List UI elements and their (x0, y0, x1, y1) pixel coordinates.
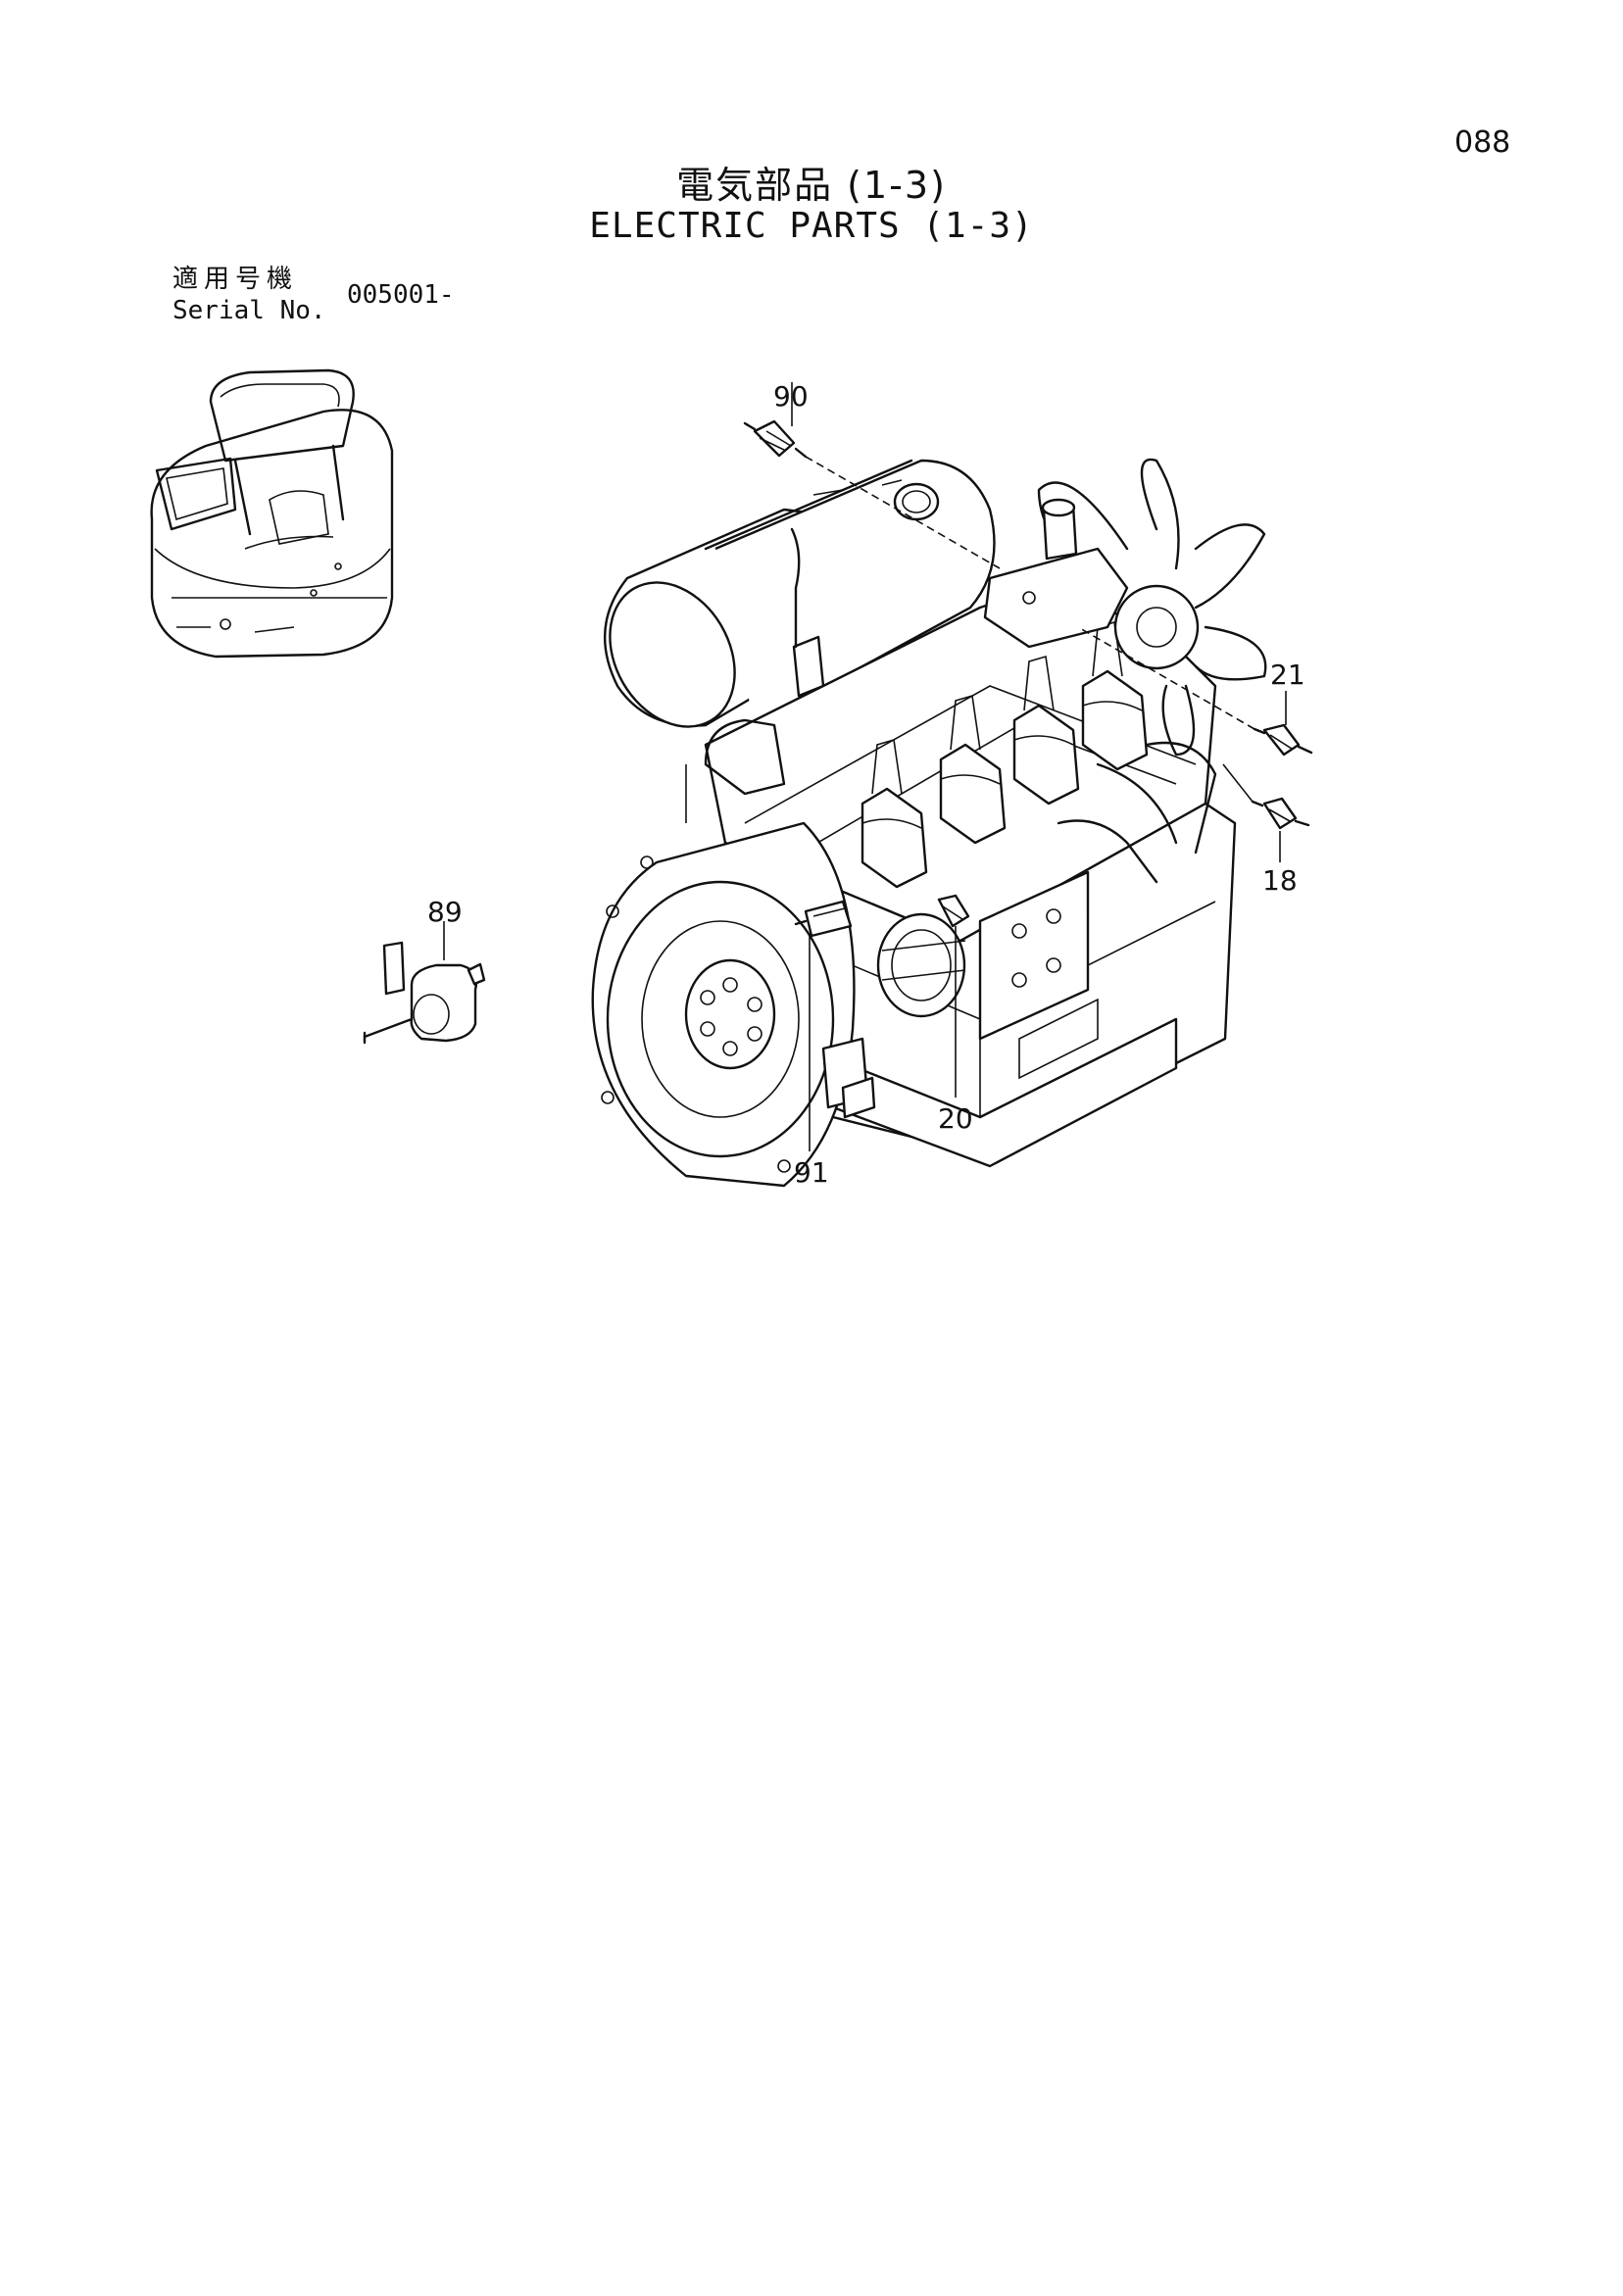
machine-overview-illustration (150, 368, 394, 659)
callout-21: 21 (1270, 659, 1305, 691)
part-89-relay (363, 941, 486, 1045)
serial-number-value: 005001- (347, 280, 455, 310)
page-number: 088 (1454, 125, 1511, 160)
part-21-sensor (1253, 723, 1313, 757)
callout-89: 89 (427, 896, 463, 928)
part-90-sensor (743, 419, 808, 459)
callout-20: 20 (938, 1102, 973, 1135)
serial-label-english: Serial No. (172, 296, 326, 325)
part-20-sensor (937, 894, 970, 928)
engine-assembly-illustration (591, 458, 1267, 1188)
callout-18: 18 (1262, 864, 1298, 897)
part-18-pipe-leader (1222, 763, 1254, 803)
part-21-leader-dashed (1077, 626, 1255, 730)
callout-91: 91 (794, 1156, 829, 1189)
part-91-switch (794, 900, 853, 938)
page-title-japanese: 電気部品 (1-3) (676, 164, 947, 207)
callout-90: 90 (773, 380, 809, 413)
page-title-english: ELECTRIC PARTS (1-3) (589, 206, 1034, 246)
part-18-sensor (1251, 797, 1310, 830)
serial-label-japanese: 適用号機 (172, 265, 299, 294)
